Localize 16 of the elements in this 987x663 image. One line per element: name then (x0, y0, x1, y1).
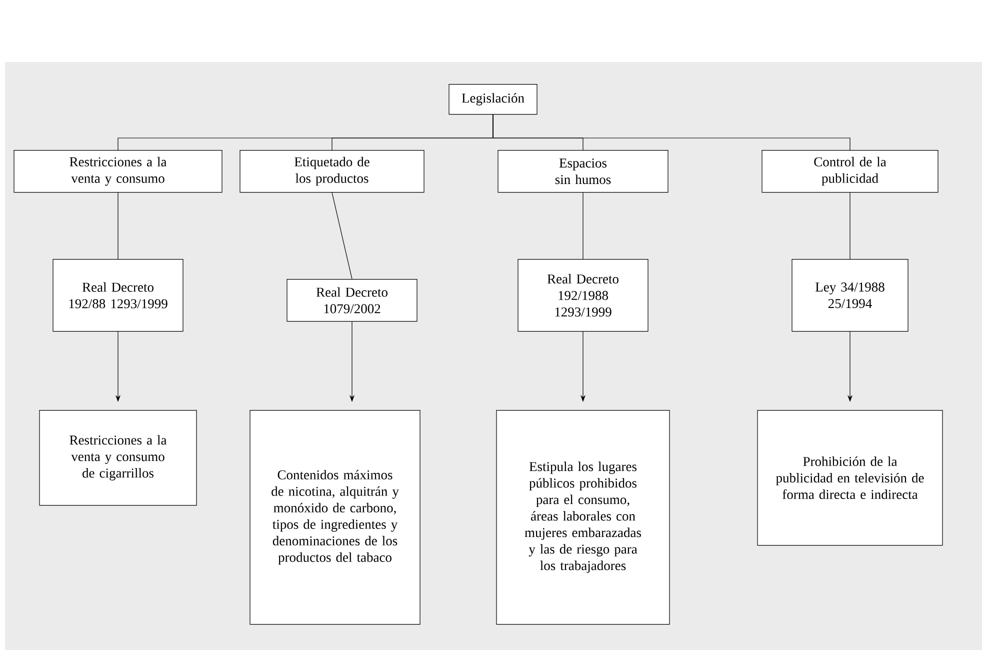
category-box: Espacios sin humos (498, 150, 668, 193)
description-box: Contenidos máximos de nicotina, alquitrán y monóxido de carbono, tipos de ingredientes y denominaciones de los productos del tabaco (250, 410, 420, 625)
connector-line (582, 192, 584, 260)
description-box: Prohibición de la publicidad en televisión de forma directa e indirecta (757, 410, 943, 546)
description-box: Restricciones a la venta y consumo de cigarrillos (39, 410, 197, 506)
law-box: Real Decreto 1079/2002 (286, 279, 418, 322)
connector-line (332, 192, 352, 280)
box: Legislación (448, 84, 538, 115)
category-box: Restricciones a la venta y consumo (14, 150, 222, 193)
law-box: Real Decreto 192/88 1293/1999 (52, 259, 184, 332)
law-box: Ley 34/1988 25/1994 (792, 259, 908, 332)
category-box: Etiquetado de los productos (240, 150, 424, 193)
connector-line (492, 114, 850, 150)
law-box: Real Decreto 192/1988 1293/1999 (518, 259, 648, 332)
description-box: Estipula los lugares públicos prohibidos para el consumo, áreas laborales con mujeres embarazadas y las de riesgo para los trabajadores (496, 410, 670, 625)
category-box: Control de la publicidad (762, 150, 938, 193)
